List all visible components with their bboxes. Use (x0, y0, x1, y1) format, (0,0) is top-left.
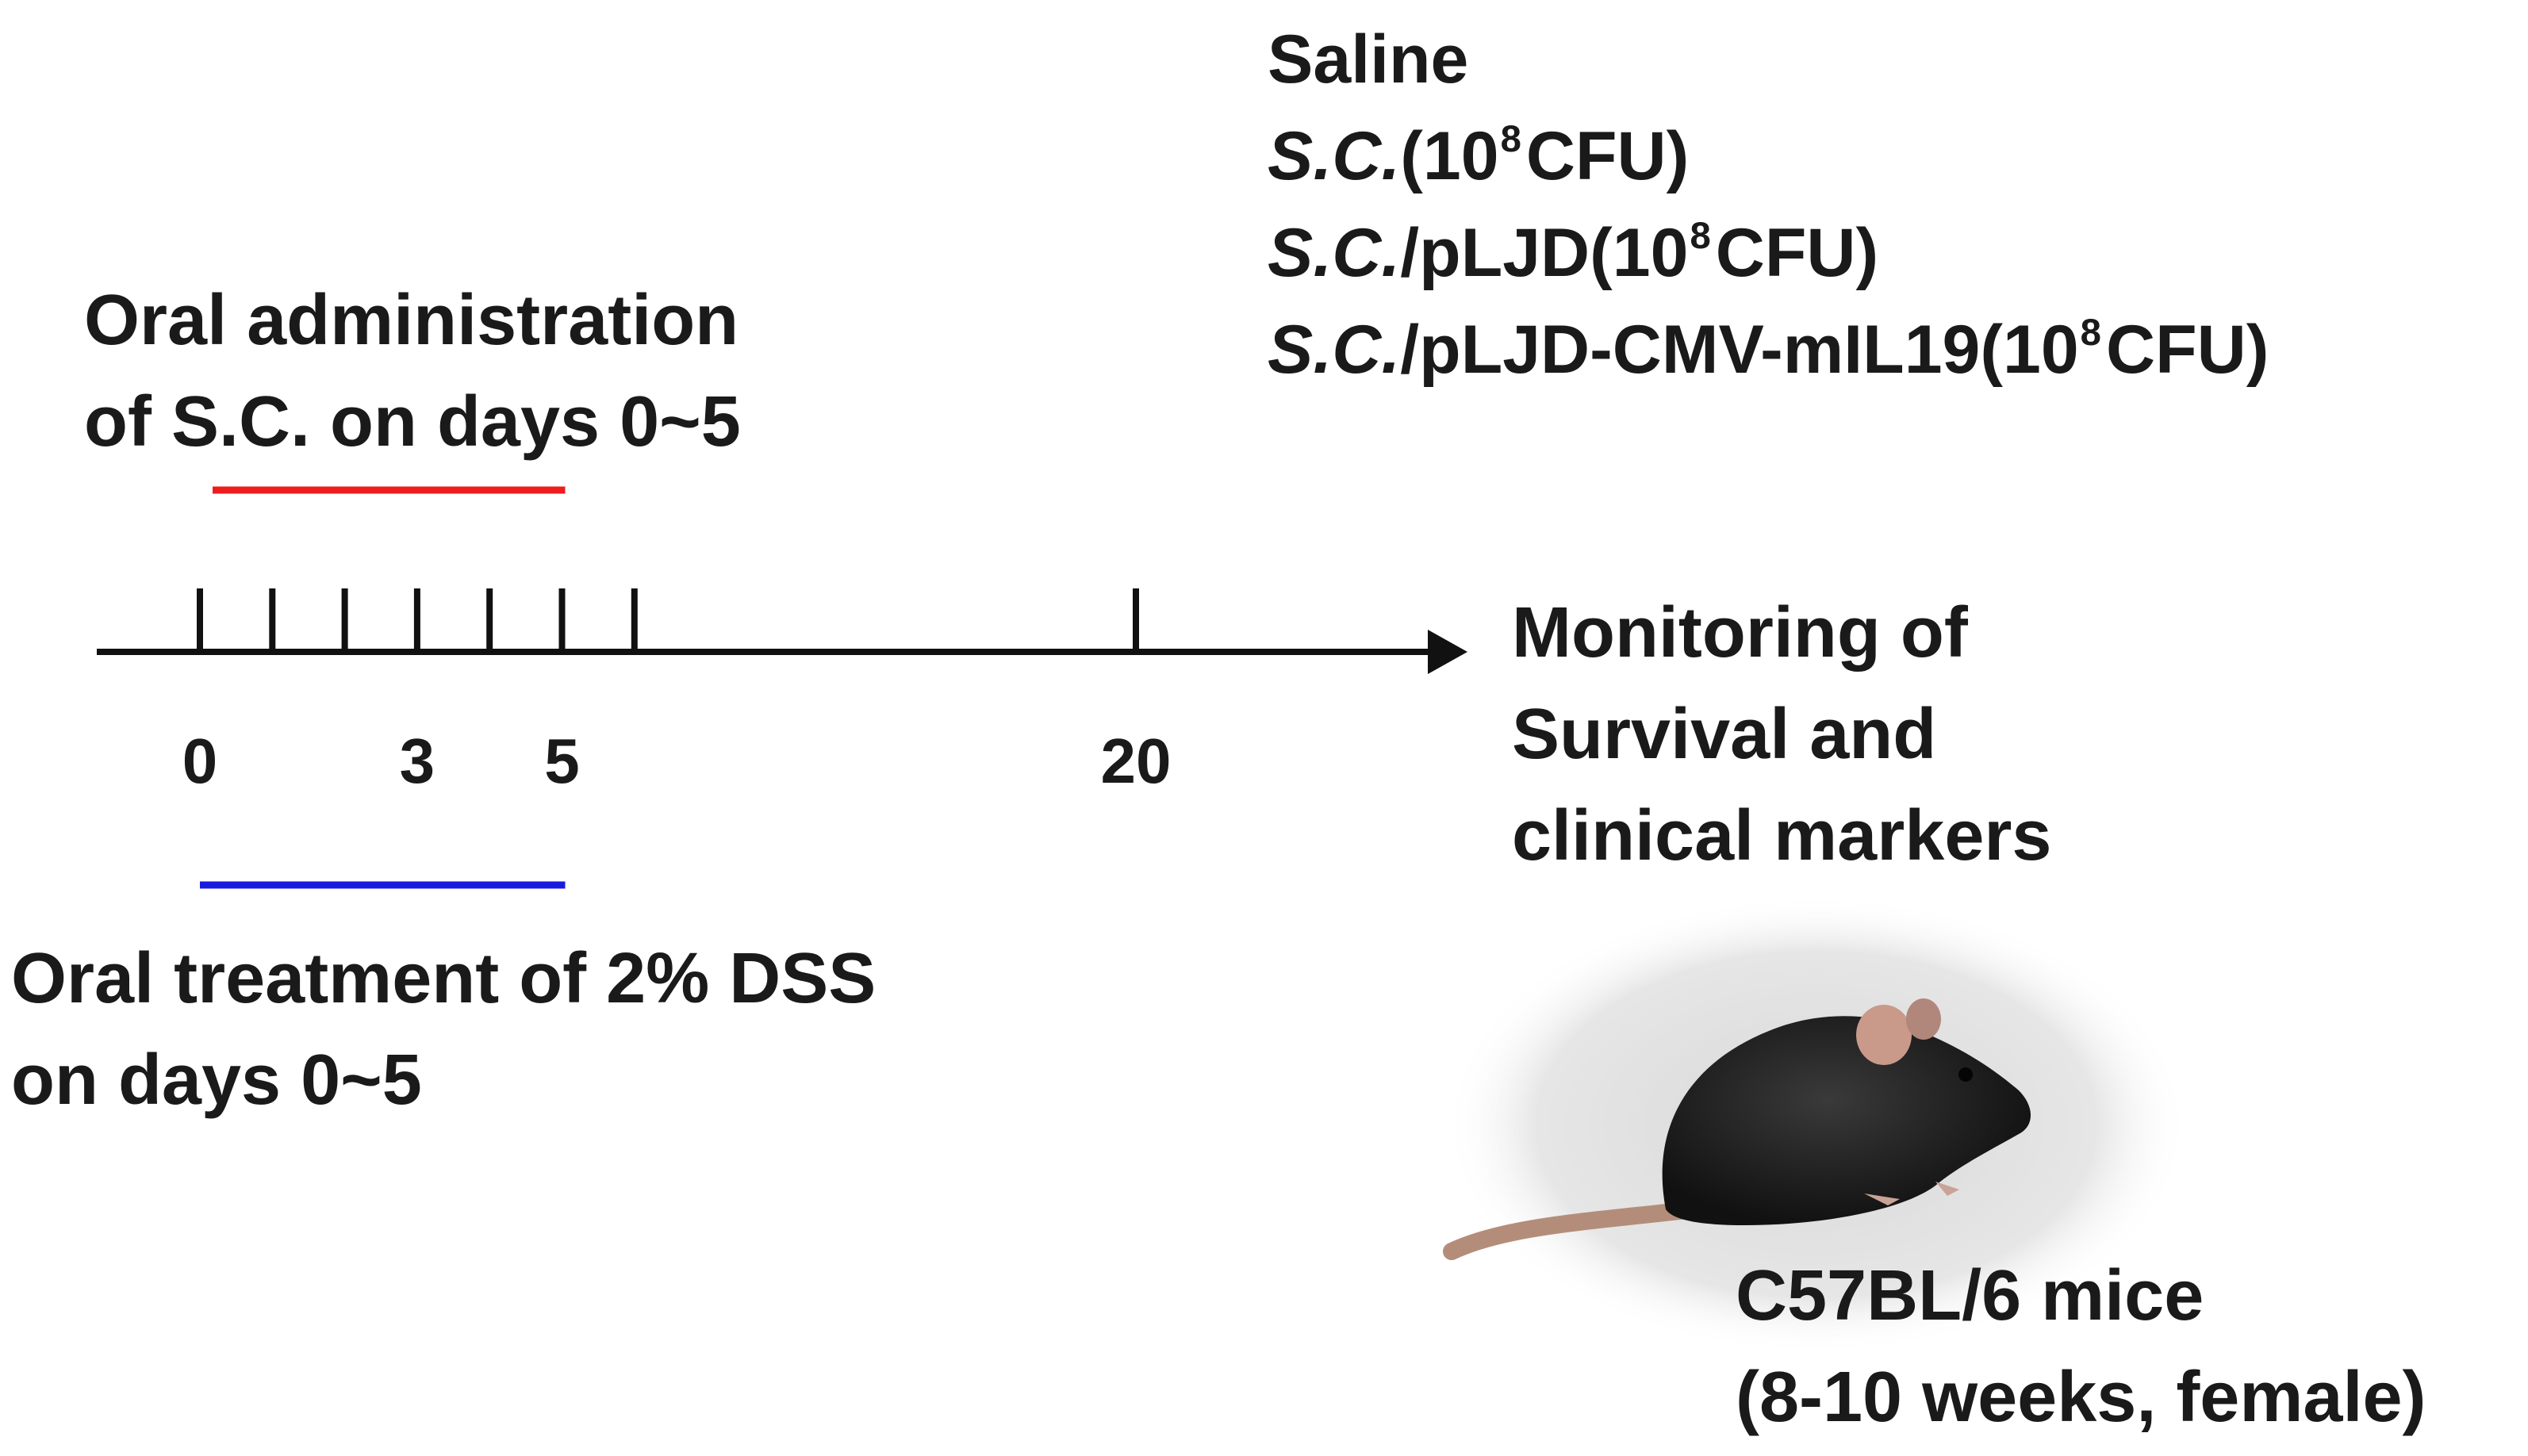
mouse-front-paw (1935, 1182, 1959, 1196)
group-item: S.C./pLJD-CMV-mIL19(108CFU) (1268, 311, 2269, 388)
mouse-ear (1856, 1005, 1912, 1065)
monitoring-line-1: Monitoring of (1512, 593, 1968, 672)
oral-administration-line-2: of S.C. on days 0~5 (84, 382, 741, 462)
group-item: S.C.(108CFU) (1268, 117, 1690, 194)
monitoring-line-2: Survival and (1512, 695, 1937, 774)
mouse-eye (1958, 1067, 1973, 1082)
dss-line-2: on days 0~5 (11, 1040, 422, 1120)
oral-administration-label: Oral administration of S.C. on days 0~5 (84, 270, 741, 473)
oral-administration-line-1: Oral administration (84, 281, 739, 360)
mouse-body (1662, 1016, 2031, 1225)
timeline-arrowhead (1428, 630, 1467, 674)
dss-treatment-label: Oral treatment of 2% DSS on days 0~5 (11, 928, 876, 1131)
mouse-caption-line-1: C57BL/6 mice (1736, 1256, 2204, 1335)
tick-label: 20 (1100, 726, 1172, 796)
monitoring-line-3: clinical markers (1512, 796, 2052, 876)
mouse-foot (1864, 1194, 1900, 1205)
group-item: S.C./pLJD(108CFU) (1268, 214, 1879, 291)
tick-label: 3 (399, 726, 435, 796)
mouse-illustration (1443, 895, 2189, 1354)
mouse-tail (1443, 1201, 1702, 1260)
tick-label: 0 (182, 726, 218, 796)
dss-line-1: Oral treatment of 2% DSS (11, 939, 877, 1018)
mouse-caption: C57BL/6 mice (8-10 weeks, female) (1736, 1245, 2426, 1448)
treatment-group-list: Saline S.C.(108CFU) S.C./pLJD(108CFU) S.… (1268, 11, 2269, 398)
mouse-ear-back (1906, 998, 1941, 1040)
group-item: Saline (1268, 21, 1469, 98)
monitoring-label: Monitoring of Survival and clinical mark… (1512, 582, 2051, 887)
mouse-caption-line-2: (8-10 weeks, female) (1736, 1358, 2426, 1437)
tick-label: 5 (544, 726, 580, 796)
